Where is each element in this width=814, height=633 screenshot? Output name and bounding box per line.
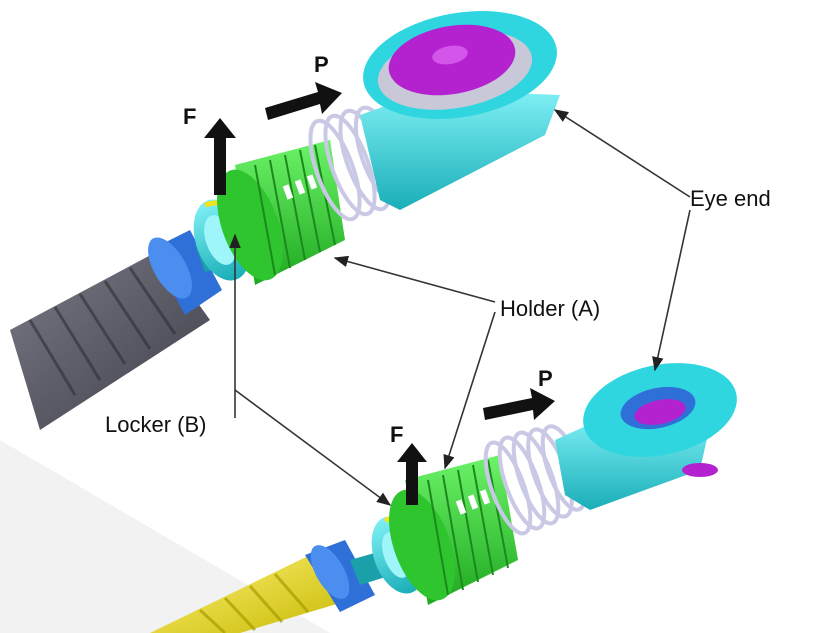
holder-label: Holder (A) <box>500 296 600 321</box>
upper-cable-assembly <box>10 11 560 430</box>
lower-yellow-boot <box>150 555 350 633</box>
upper-gray-boot <box>10 250 210 430</box>
lower-blue-fitting <box>305 540 375 612</box>
lower-cable-assembly <box>150 363 737 633</box>
lift-arrow-icon <box>397 443 427 505</box>
push-label-upper: P <box>314 52 329 77</box>
eye-end-leaders <box>553 109 691 372</box>
locker-leaders <box>229 233 392 506</box>
lower-eye-end <box>555 363 737 510</box>
push-arrow-icon <box>483 388 555 420</box>
lower-holder <box>389 455 518 605</box>
eye-end-label: Eye end <box>690 186 771 211</box>
push-label-lower: P <box>538 366 553 391</box>
holder-leaders <box>333 255 496 470</box>
force-label-upper: F <box>183 104 196 129</box>
lift-arrow-icon <box>204 118 236 195</box>
floor-shadow <box>0 440 330 633</box>
force-label-lower: F <box>390 422 403 447</box>
upper-eye-end <box>360 11 560 210</box>
locker-label: Locker (B) <box>105 412 206 437</box>
upper-blue-fitting <box>148 230 222 315</box>
push-arrow-icon <box>265 82 342 120</box>
